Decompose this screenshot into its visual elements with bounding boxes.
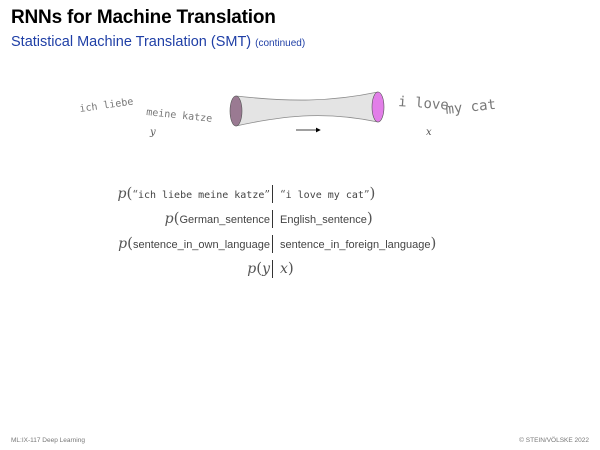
formula-source-text: sentence_in_own_language	[132, 239, 270, 251]
target-variable-x: x	[426, 127, 432, 138]
source-variable-y: y	[149, 127, 156, 138]
formula-right: “i love my cat”)	[280, 184, 375, 203]
close-paren: )	[369, 184, 376, 202]
formula-row-language-names: p(German_sentence English_sentence)	[0, 209, 600, 231]
conditional-bar	[272, 235, 273, 253]
source-word-1: ich liebe	[79, 97, 134, 115]
conditional-bar	[272, 210, 273, 228]
close-paren: )	[430, 234, 437, 252]
formula-left: p(German_sentence	[165, 209, 270, 228]
formula-right: sentence_in_foreign_language)	[280, 234, 436, 253]
footer-copyright: © STEIN/VÖLSKE 2022	[519, 437, 589, 444]
close-quote: ”	[264, 188, 270, 201]
target-word-2: my cat	[445, 97, 497, 118]
open-paren: (	[127, 234, 133, 252]
slide-title: RNNs for Machine Translation	[11, 7, 276, 28]
formula-target-text: English_sentence	[280, 214, 367, 226]
source-word-2: meine katze	[146, 107, 213, 125]
formula-target-text: i love my cat	[285, 190, 364, 201]
target-sentence-curved: i love my cat	[398, 94, 497, 118]
conditional-bar	[272, 260, 273, 278]
formula-row-generic: p(sentence_in_own_language sentence_in_f…	[0, 234, 600, 256]
prob-symbol: p	[247, 261, 257, 277]
prob-symbol: p	[164, 211, 174, 227]
formula-row-variables: p(y x)	[0, 259, 600, 281]
prob-symbol: p	[117, 186, 127, 202]
formula-left: p(“ich liebe meine katze”	[117, 184, 270, 203]
slide-subtitle: Statistical Machine Translation (SMT)(co…	[11, 34, 305, 50]
open-paren: (	[256, 259, 263, 277]
footer-course-label: ML:IX-117 Deep Learning	[11, 437, 85, 444]
formula-right: English_sentence)	[280, 209, 373, 228]
close-quote: ”	[363, 188, 370, 201]
open-quote: “	[132, 188, 138, 201]
formula-left: p(sentence_in_own_language	[118, 234, 270, 253]
open-paren: (	[126, 184, 133, 202]
tube-right-cap	[371, 91, 385, 123]
formula-left: p(y	[247, 259, 270, 278]
close-paren: )	[366, 209, 373, 227]
target-word-1: i love	[398, 94, 450, 113]
subtitle-text: Statistical Machine Translation (SMT)	[11, 34, 252, 50]
formula-source-text: ich liebe meine katze	[137, 190, 265, 201]
prob-symbol: p	[118, 236, 128, 252]
formula-source-text: German_sentence	[179, 214, 271, 226]
close-paren: )	[287, 259, 294, 277]
formula-row-example: p(“ich liebe meine katze” “i love my cat…	[0, 184, 600, 206]
tube-left-cap	[229, 95, 243, 127]
conditional-bar	[272, 185, 273, 203]
formula-right: x)	[280, 259, 294, 278]
tube-body	[235, 91, 379, 127]
formula-source-var: y	[262, 261, 270, 277]
open-paren: (	[173, 209, 180, 227]
formula-target-var: x	[280, 261, 288, 277]
subtitle-continued-note: (continued)	[255, 38, 306, 49]
formula-target-text: sentence_in_foreign_language	[280, 239, 431, 251]
translation-tube-illustration: ich liebe meine katze y i love my cat x	[79, 91, 497, 138]
source-sentence-curved: ich liebe meine katze	[79, 97, 213, 125]
open-quote: “	[280, 188, 286, 201]
